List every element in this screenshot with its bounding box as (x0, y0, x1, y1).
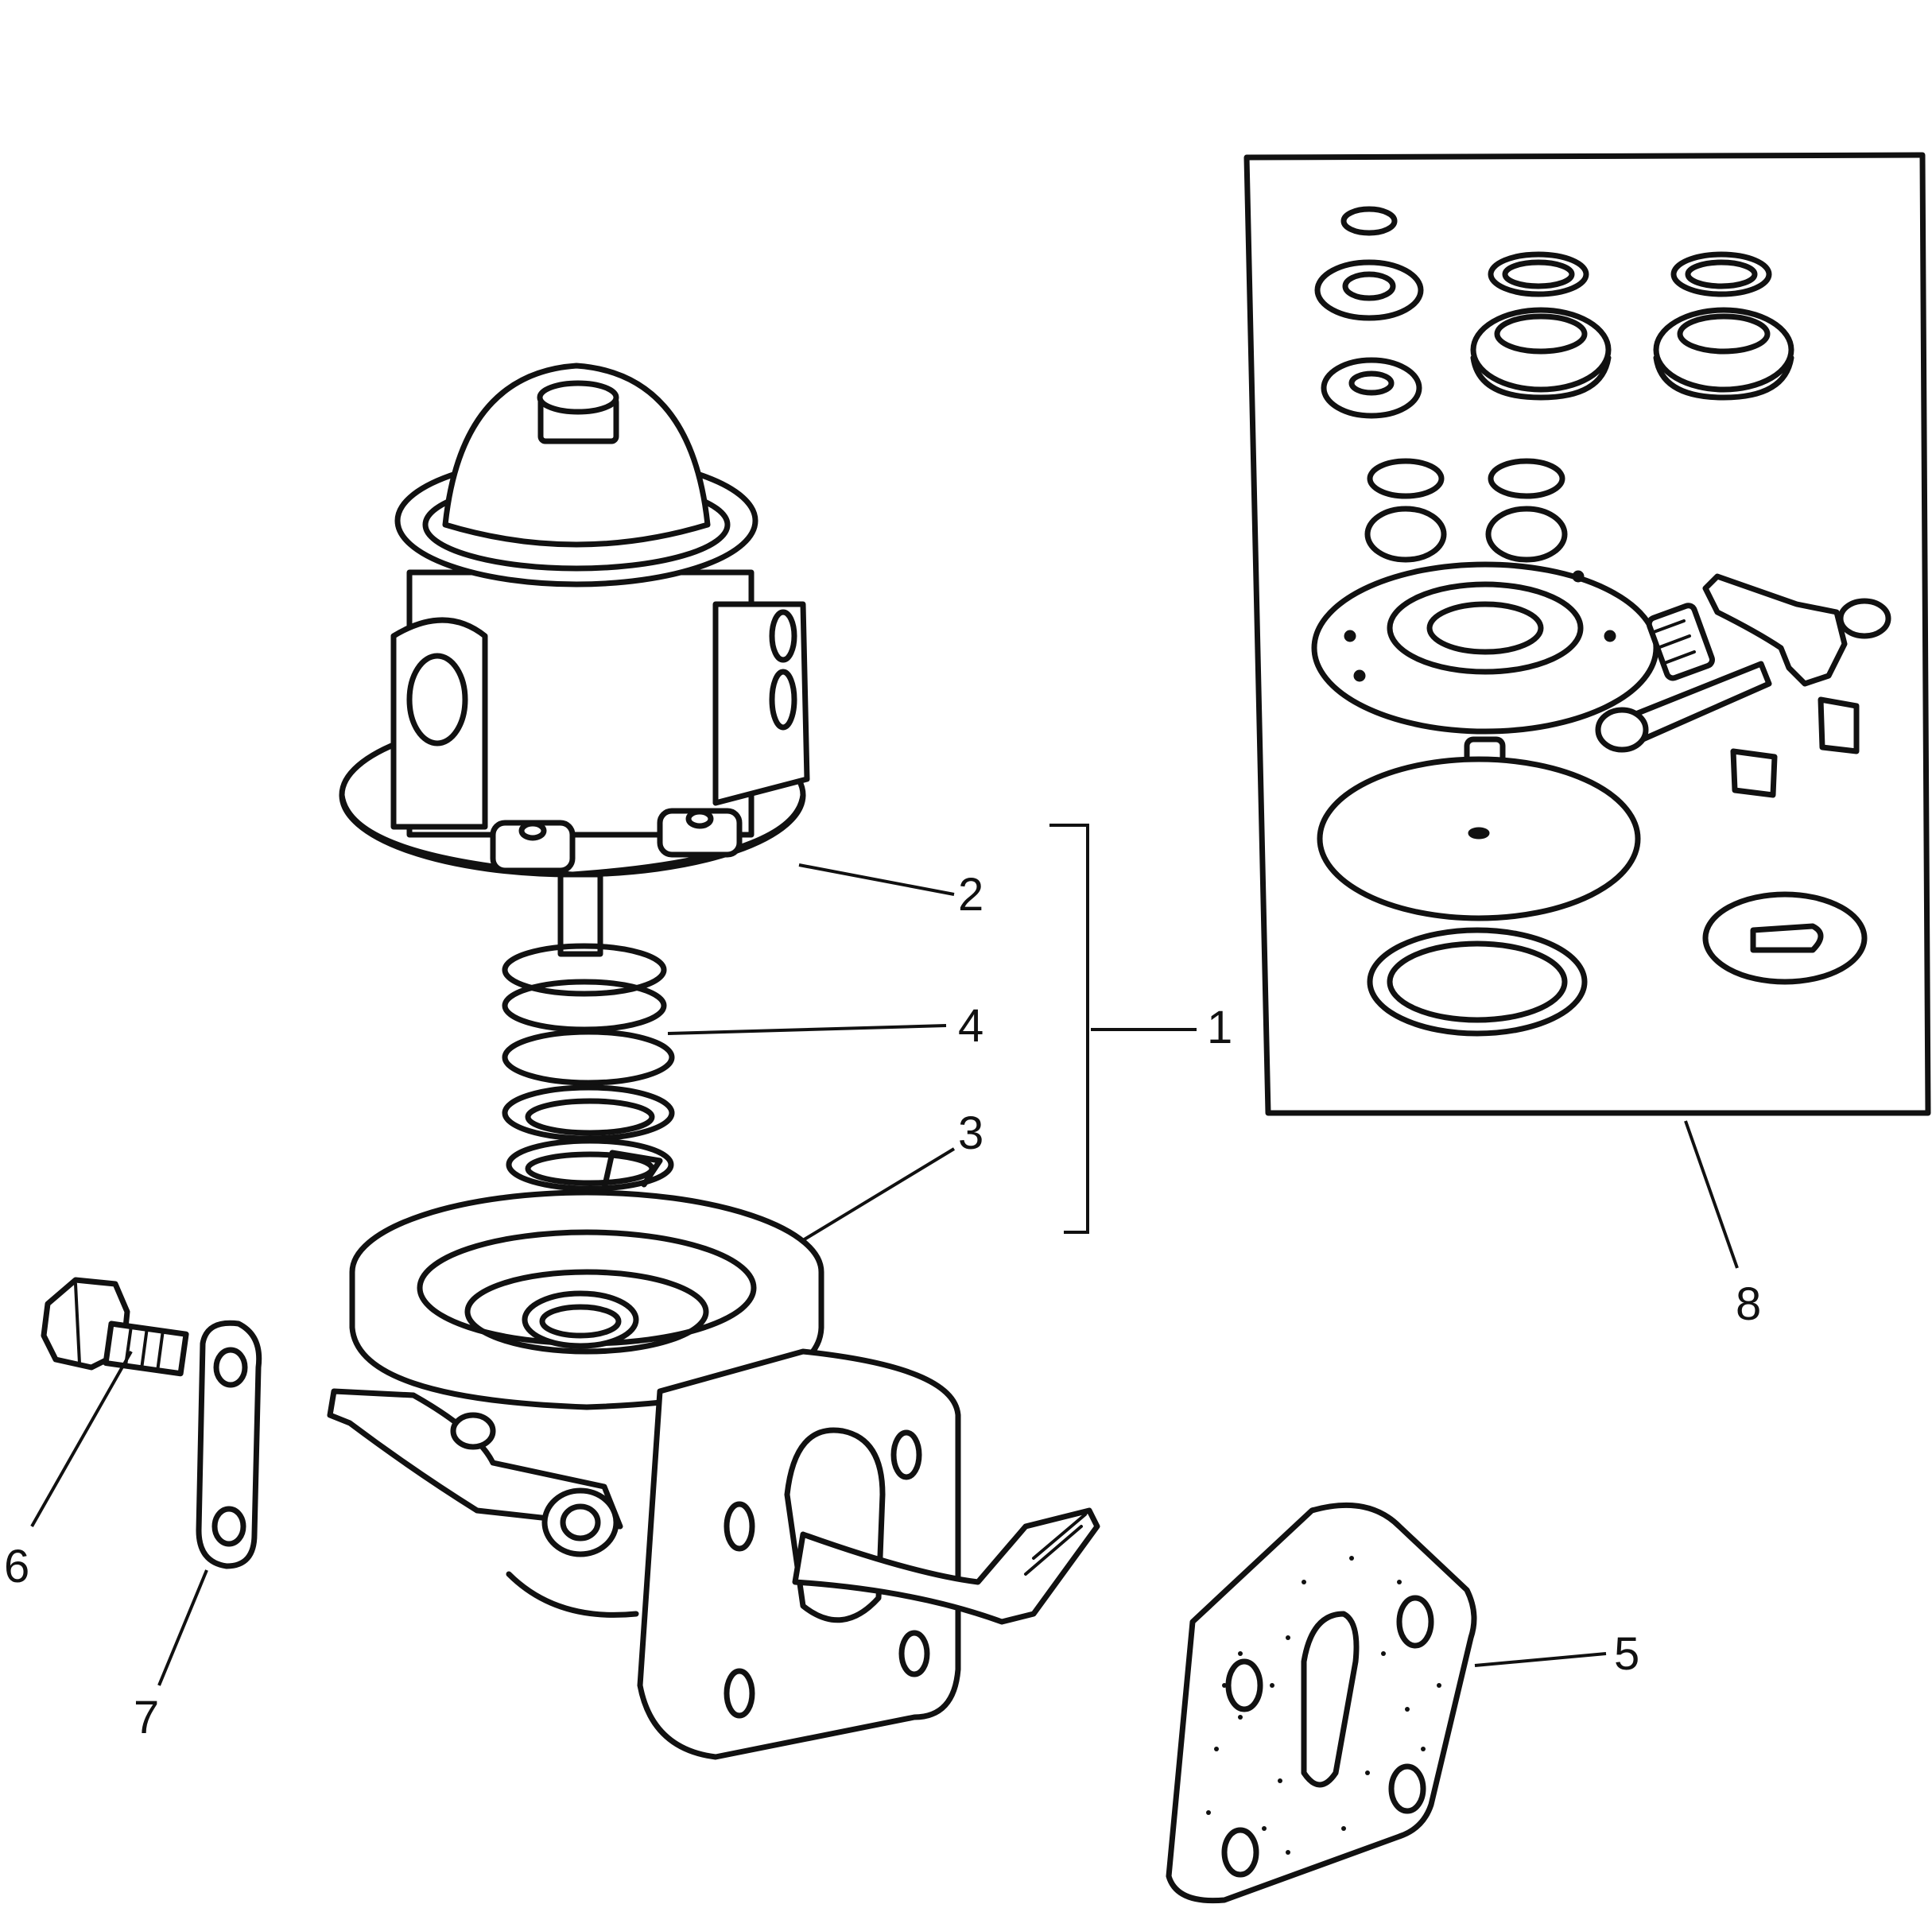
callout-1: 1 (1207, 1002, 1232, 1053)
part-bolt (41, 1277, 189, 1377)
part-top-cover (339, 363, 810, 878)
callout-8: 8 (1736, 1278, 1761, 1330)
part-repair-kit (1243, 152, 1931, 1116)
callout-7: 7 (134, 1692, 159, 1743)
part-lock-plate (196, 1320, 262, 1569)
callouts: 1 2 3 4 5 6 7 8 (4, 869, 1761, 1743)
callout-2: 2 (958, 869, 983, 921)
callout-5: 5 (1614, 1628, 1639, 1680)
callout-3: 3 (958, 1107, 983, 1159)
group-bracket (1049, 824, 1197, 1234)
callout-4: 4 (958, 1000, 983, 1052)
callout-6: 6 (4, 1541, 29, 1592)
part-gasket (1166, 1502, 1477, 1904)
part-lower-body (327, 1189, 1100, 1760)
part-spring (502, 871, 675, 1192)
leader-lines (30, 863, 1739, 1686)
